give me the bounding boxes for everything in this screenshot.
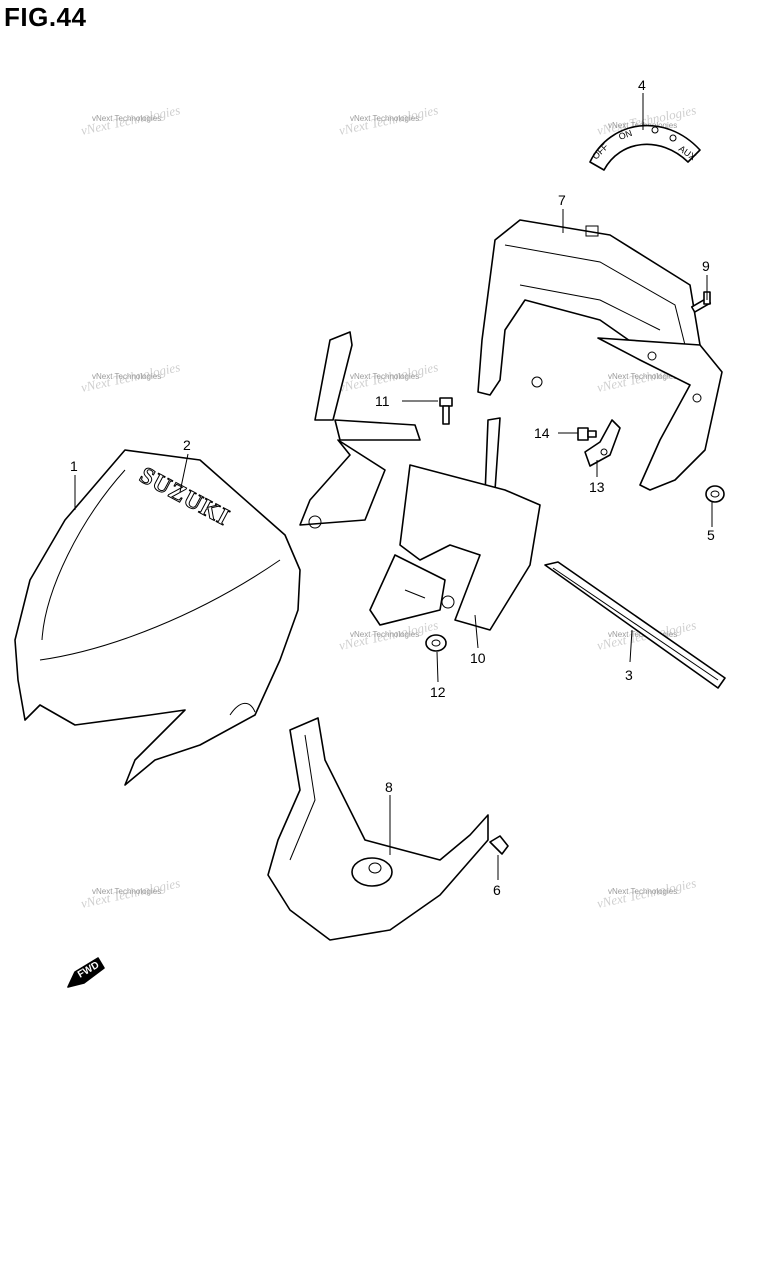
switch-on-label: ON — [617, 128, 633, 142]
watermark-text: vNext Technologies — [92, 887, 161, 896]
lower-cover-shape — [267, 717, 489, 941]
leader-10 — [474, 614, 479, 649]
switch-plate-shape — [589, 124, 701, 171]
grommet-hole — [710, 490, 720, 498]
watermark-text: vNext Technologies — [350, 372, 419, 381]
callout-1: 1 — [70, 458, 78, 474]
grommet-shape — [705, 485, 725, 503]
bracket-crossbar — [334, 419, 421, 441]
small-bracket-hole — [600, 448, 608, 456]
part-10-bracket — [299, 331, 541, 631]
frame-tab — [585, 225, 599, 237]
callouts: 1 2 3 4 5 6 7 8 9 10 11 12 13 14 — [70, 77, 715, 898]
callout-3: 3 — [625, 667, 633, 683]
callout-4: 4 — [638, 77, 646, 93]
bracket-lower-body — [399, 464, 541, 631]
frame-hole — [531, 376, 543, 388]
bracket-pin — [441, 595, 455, 609]
callout-9: 9 — [702, 258, 710, 274]
part-6-clip — [489, 835, 509, 855]
watermark-text: vNext Technologies — [92, 372, 161, 381]
callout-8: 8 — [385, 779, 393, 795]
callout-7: 7 — [558, 192, 566, 208]
frame-inner-edge — [504, 244, 686, 346]
callout-6: 6 — [493, 882, 501, 898]
callout-12: 12 — [430, 684, 446, 700]
watermark-text: vNext Technologies — [608, 887, 677, 896]
lower-cover-hole — [368, 862, 382, 874]
watermark: vNext Technologies vNext Technologies — [80, 102, 182, 138]
part-12-collar — [425, 634, 447, 652]
leader-2 — [179, 453, 189, 493]
sun-icon — [651, 126, 659, 134]
part-5-grommet — [705, 485, 725, 503]
seal-strip-groove — [552, 567, 719, 681]
bracket-pin — [308, 515, 322, 529]
watermark-text: vNext Technologies — [350, 630, 419, 639]
part-14-screw — [577, 427, 597, 441]
screw-head — [577, 427, 589, 441]
watermark-text: vNext Technologies — [92, 114, 161, 123]
bracket-arm-left — [299, 439, 386, 526]
bracket-upright-right — [484, 417, 501, 496]
frame-hole — [692, 393, 702, 403]
part-1-headlight-cowl — [14, 449, 301, 786]
callout-5: 5 — [707, 527, 715, 543]
part-3-seal — [544, 561, 726, 689]
part-9-screw — [690, 291, 712, 313]
watermark: vNext Technologies vNext Technologies — [338, 102, 440, 138]
bracket-foot — [369, 554, 446, 626]
part-7-upper-frame — [477, 219, 723, 491]
frame-body-shape — [477, 219, 701, 396]
figure-title: FIG.44 — [4, 2, 87, 32]
callout-10: 10 — [470, 650, 486, 666]
callout-13: 13 — [589, 479, 605, 495]
collar-shape — [425, 634, 447, 652]
frame-inner-edge — [519, 284, 661, 331]
bracket-upright-left — [314, 331, 353, 421]
callout-2: 2 — [183, 437, 191, 453]
fwd-arrow: FWD — [67, 957, 105, 988]
screw-shank — [587, 430, 597, 438]
part-11-bolt — [439, 397, 453, 425]
leader-lines — [74, 93, 713, 880]
collar-hole — [431, 639, 441, 647]
callout-14: 14 — [534, 425, 550, 441]
lower-cover-edge — [289, 734, 316, 861]
frame-hole — [647, 351, 657, 361]
callout-11: 11 — [375, 393, 390, 409]
fwd-arrow-icon — [67, 957, 105, 988]
cowl-contour — [41, 469, 126, 641]
watermark-text: vNext Technologies — [350, 114, 419, 123]
watermark: vNext Technologies vNext Technologies — [80, 875, 182, 911]
watermark: vNext Technologies vNext Technologies — [80, 359, 182, 395]
watermark: vNext Technologies vNext Technologies — [338, 359, 440, 395]
small-bracket-shape — [584, 419, 621, 467]
part-13-small-bracket — [584, 419, 621, 467]
cowl-body-shape — [14, 449, 301, 786]
leader-12 — [436, 651, 439, 683]
frame-side-bracket — [597, 337, 723, 491]
sun-icon — [669, 134, 677, 142]
leader-3 — [629, 629, 633, 663]
clip-shape — [489, 835, 509, 855]
cowl-vent — [229, 702, 256, 716]
watermark: vNext Technologies vNext Technologies — [596, 875, 698, 911]
bracket-slot — [404, 589, 426, 599]
watermark-text: vNext Technologies — [608, 372, 677, 381]
cowl-contour — [39, 559, 281, 661]
part-8-lower-cover — [267, 717, 489, 941]
part-4-switch-label: OFF ON AUX — [589, 124, 701, 171]
bolt-shank — [442, 405, 450, 425]
bolt-head — [439, 397, 453, 407]
